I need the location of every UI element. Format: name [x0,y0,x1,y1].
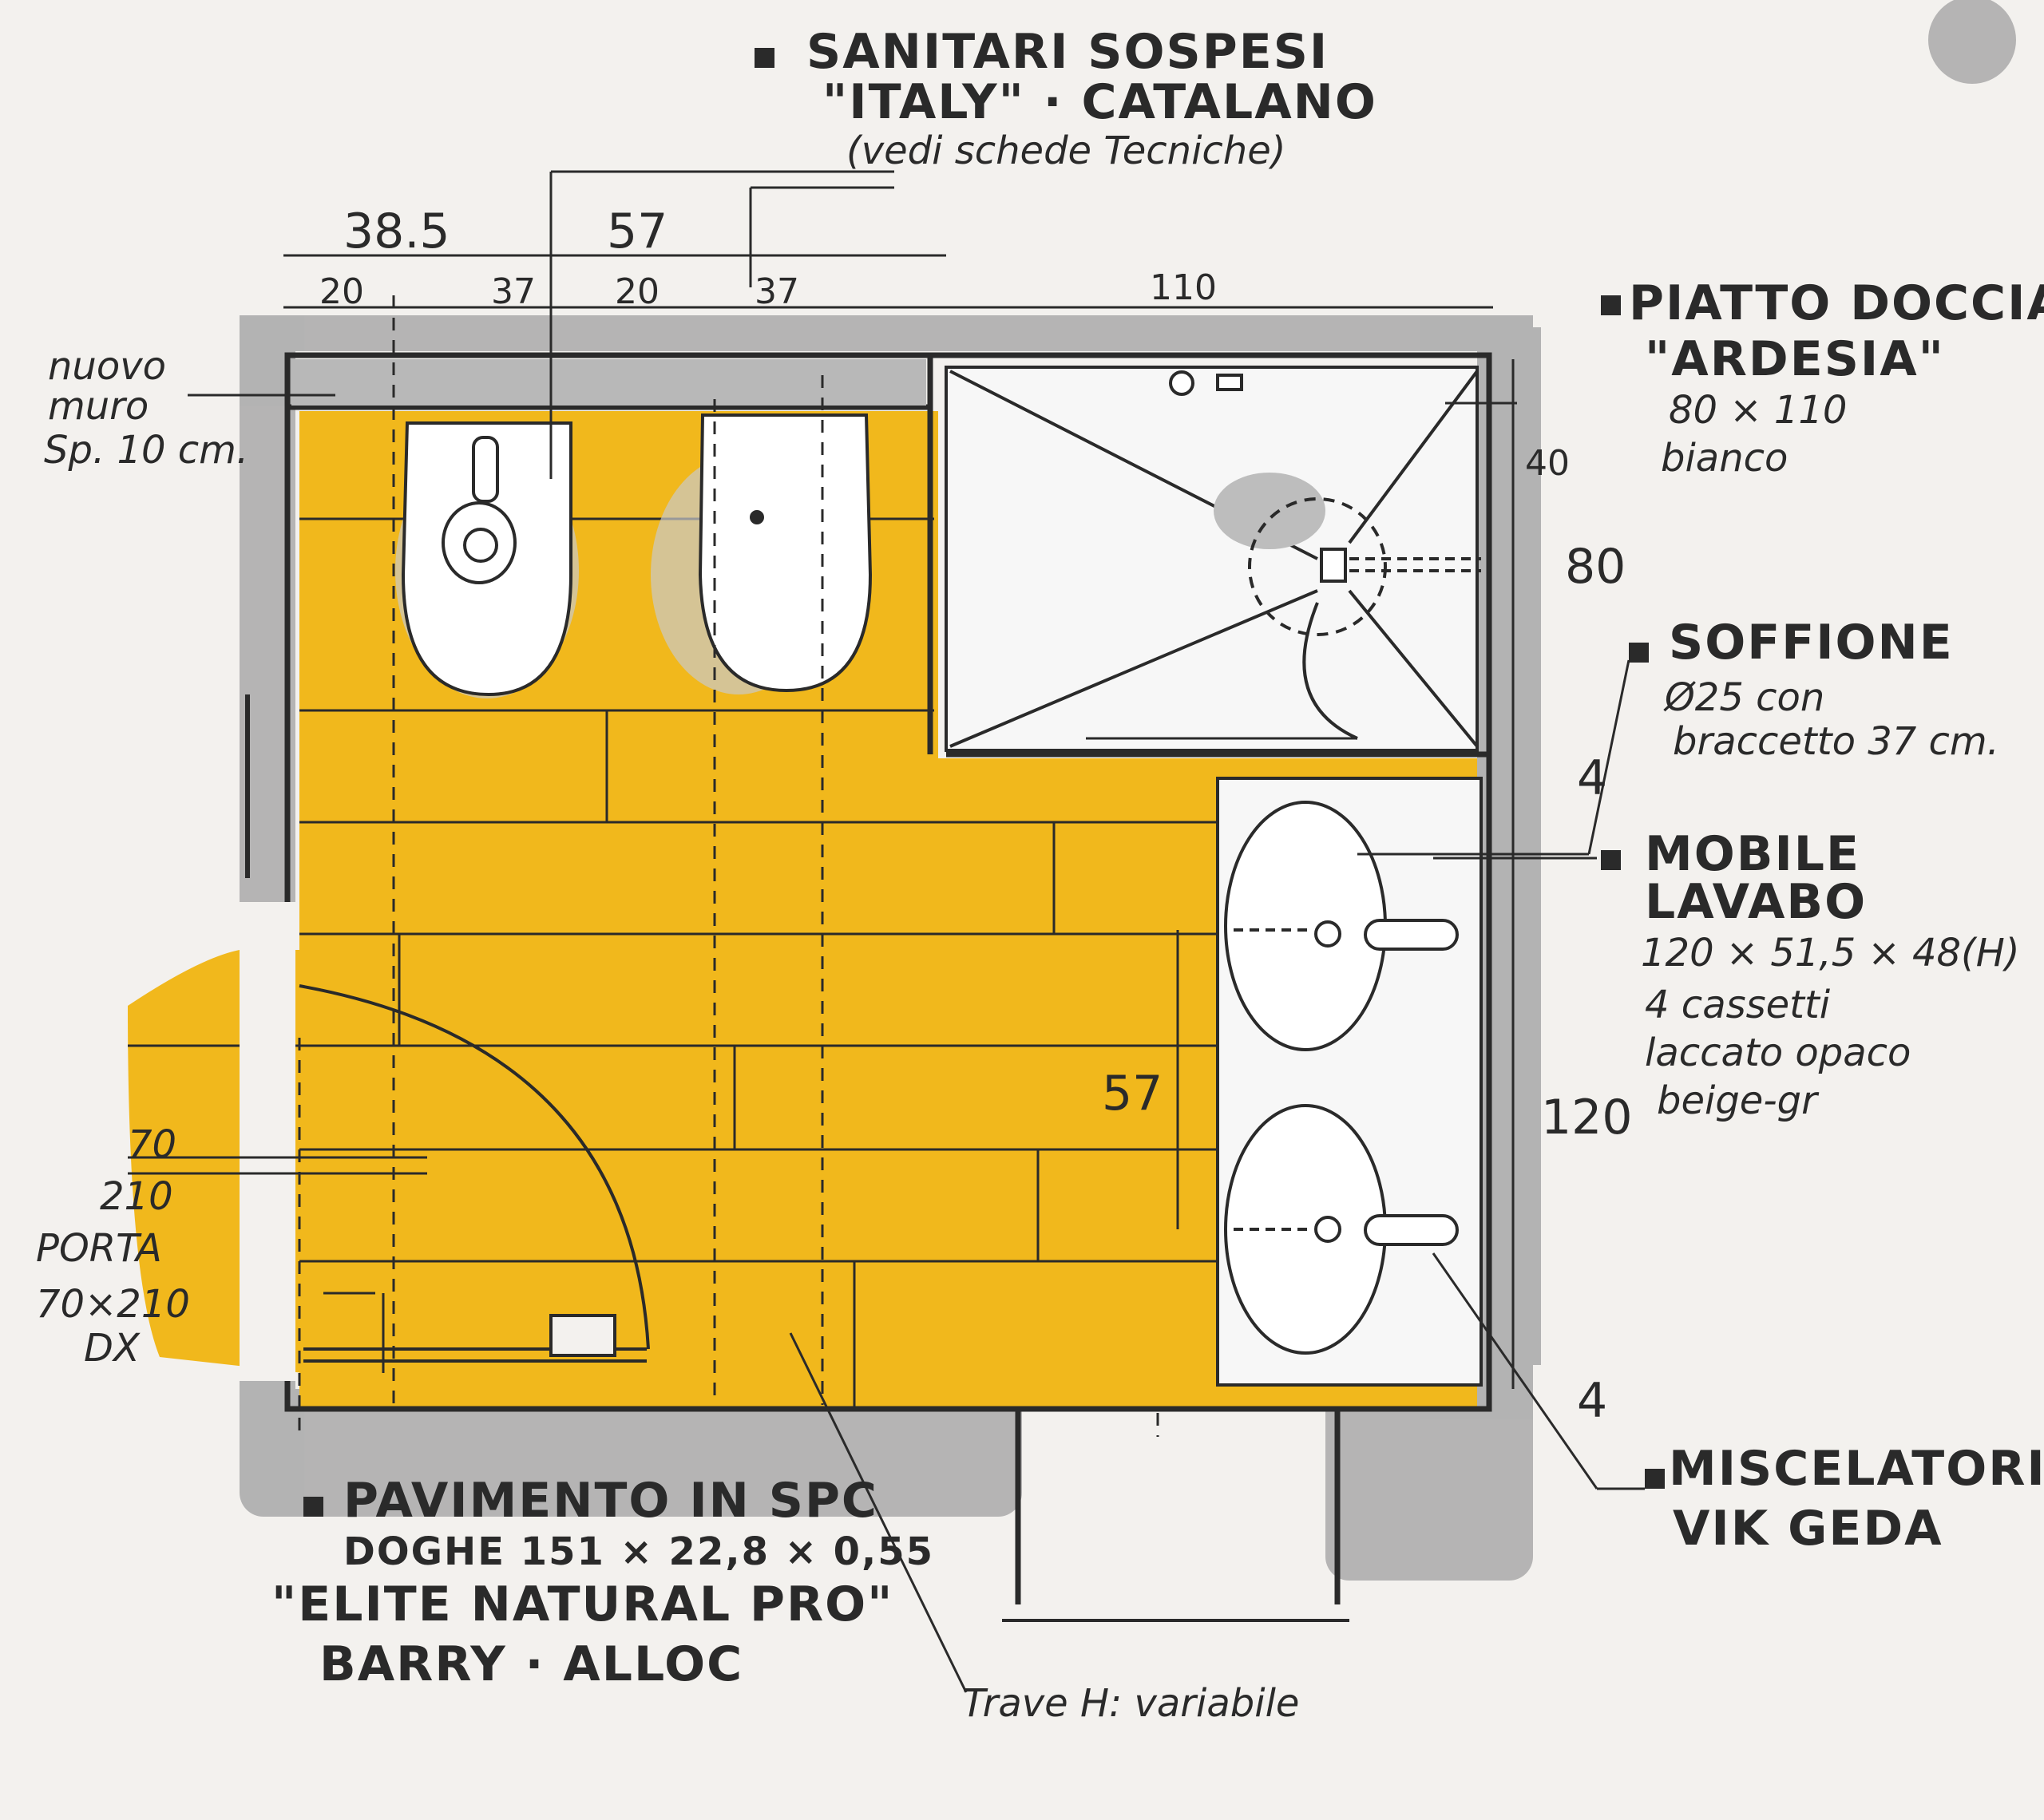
dim-38-5: 38.5 [343,204,450,259]
note-nuovo-muro-line1: nuovo [48,344,166,389]
note-sanitari-line1: SANITARI SOSPESI [806,24,1329,80]
floor-plank-lines [128,517,1222,1409]
note-porta-line2: 70×210 [36,1282,190,1327]
dim-57-top: 57 [607,204,667,259]
note-pavimento-line2: DOGHE 151 × 22,8 × 0,55 [343,1529,934,1574]
dim-37-b: 37 [755,271,799,312]
note-porta-width: 70 [128,1122,176,1167]
note-nuovo-muro: nuovo muro Sp. 10 cm. [44,344,248,473]
note-sanitari-line2: "ITALY" · CATALANO [822,74,1377,130]
note-mobile-line1: MOBILE [1645,826,1860,882]
dim-37-a: 37 [491,271,536,312]
note-nuovo-muro-line2: muro [48,384,149,429]
dimension-labels: 38.5 57 20 37 20 37 110 40 80 4 120 4 57 [319,204,1633,1429]
note-miscelatori-line1: MISCELATORI [1669,1441,2044,1497]
note-porta-height: 210 [100,1174,173,1219]
note-pavimento: PAVIMENTO IN SPC DOGHE 151 × 22,8 × 0,55… [271,1473,934,1692]
dim-4-bottom: 4 [1577,1373,1607,1429]
note-pavimento-line1: PAVIMENTO IN SPC [343,1473,878,1529]
note-piatto-line3: 80 × 110 [1669,388,1847,433]
note-soffione-line1: SOFFIONE [1669,615,1954,671]
bidet [395,421,579,698]
dim-20-b: 20 [615,271,660,312]
note-pavimento-line4: BARRY · ALLOC [319,1636,743,1692]
dim-4-top: 4 [1577,750,1607,806]
dim-20-a: 20 [319,271,364,312]
note-mobile-line6: beige-gr [1657,1078,1820,1123]
note-piatto-doccia: PIATTO DOCCIA "ARDESIA" 80 × 110 bianco [1629,275,2044,481]
note-pavimento-line3: "ELITE NATURAL PRO" [271,1577,893,1632]
axis-lines [298,295,1159,1437]
door-swing [299,984,650,1363]
note-mobile-line3: 120 × 51,5 × 48(H) [1641,931,2020,975]
note-piatto-line1: PIATTO DOCCIA [1629,275,2044,331]
note-nuovo-muro-line3: Sp. 10 cm. [44,428,248,473]
note-porta-line3: DX [84,1326,141,1371]
dim-120: 120 [1541,1090,1633,1145]
toilet-wc [651,413,873,694]
note-sanitari-line3: (vedi schede Tecniche) [846,129,1285,173]
note-soffione-line3: braccetto 37 cm. [1673,719,1999,764]
note-porta: 70 210 PORTA 70×210 DX [36,1122,190,1371]
note-miscelatori-line2: VIK GEDA [1673,1501,1943,1557]
note-mobile-line5: laccato opaco [1645,1031,1911,1075]
note-sanitari: SANITARI SOSPESI "ITALY" · CATALANO (ved… [806,24,1377,173]
door-opening-gap [240,902,295,1381]
dim-110: 110 [1150,267,1217,308]
note-bullets [303,48,1665,1517]
dim-40: 40 [1525,443,1570,484]
dim-80: 80 [1565,539,1626,595]
dimension-lines [128,170,1645,1693]
new-wall [291,359,926,406]
note-piatto-line2: "ARDESIA" [1645,331,1945,387]
note-trave: Trave H: variabile [962,1681,1299,1726]
note-mobile-lavabo: MOBILE LAVABO 120 × 51,5 × 48(H) 4 casse… [1641,826,2020,1123]
note-porta-line1: PORTA [36,1226,162,1271]
note-miscelatori: MISCELATORI VIK GEDA [1669,1441,2044,1557]
note-soffione: SOFFIONE Ø25 con braccetto 37 cm. [1663,615,1999,764]
shower-tray [945,366,1481,752]
note-piatto-line4: bianco [1661,436,1788,481]
note-soffione-line2: Ø25 con [1663,675,1824,720]
dim-57-mid: 57 [1102,1066,1163,1122]
vanity-cabinet [1216,777,1483,1387]
note-mobile-line4: 4 cassetti [1645,983,1831,1027]
note-mobile-line2: LAVABO [1645,874,1867,930]
